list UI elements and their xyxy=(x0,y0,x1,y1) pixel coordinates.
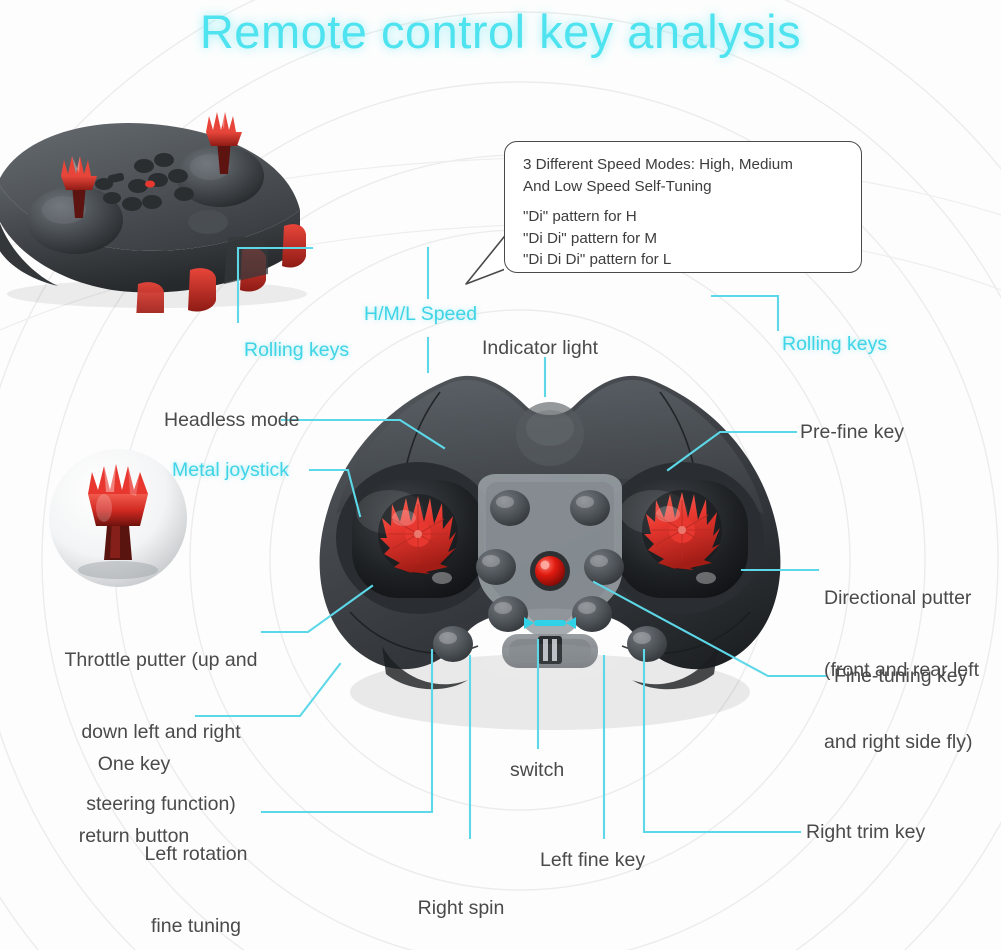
label-hml-speed: H/M/L Speed xyxy=(364,303,478,325)
button-top-left xyxy=(490,490,530,526)
label-directional-putter-line-2: (front and rear left xyxy=(824,659,979,681)
button-outer-right xyxy=(627,626,667,662)
label-indicator-light: Indicator light xyxy=(482,337,598,359)
label-left-fine-key: Left fine key xyxy=(540,849,646,871)
joystick-right xyxy=(642,490,722,570)
label-fine-tuning-key: Fine-tuning key xyxy=(834,665,968,687)
label-left-rotation-line-1: Left rotation xyxy=(144,843,248,865)
joystick-right-perspective xyxy=(206,112,242,174)
label-one-key-return-line-2: return button xyxy=(78,825,190,847)
speed-modes-callout: 3 Different Speed Modes: High, Medium An… xyxy=(504,141,862,273)
indicator-led xyxy=(530,551,570,591)
indicator-light-perspective xyxy=(145,180,155,188)
label-throttle-putter-line-2: down left and right xyxy=(81,721,241,743)
label-pre-fine-key: Pre-fine key xyxy=(800,421,905,443)
label-right-spin: Right spin fine tuning xyxy=(404,848,518,950)
joystick-left-perspective xyxy=(61,156,97,218)
controller-front-view xyxy=(319,375,781,730)
label-headless-mode: Headless mode xyxy=(164,409,300,431)
callout-line-1: 3 Different Speed Modes: High, Medium xyxy=(523,156,793,173)
directional-buttons-middle xyxy=(476,549,624,585)
button-outer-left xyxy=(433,626,473,662)
button-mid-right xyxy=(584,549,624,585)
label-directional-putter: Directional putter (front and rear left … xyxy=(824,538,979,802)
button-low-left xyxy=(488,596,528,632)
label-directional-putter-line-1: Directional putter xyxy=(824,587,972,609)
label-one-key-return: One key return button xyxy=(70,704,198,896)
label-left-rotation-line-2: fine tuning xyxy=(151,915,241,937)
joystick-left xyxy=(378,494,458,574)
callout-bubble-tail xyxy=(465,231,509,285)
switch-direction-arrow xyxy=(524,617,576,629)
speed-switch xyxy=(502,617,598,668)
controller-perspective-view xyxy=(0,112,307,313)
label-rolling-keys-left: Rolling keys xyxy=(244,339,350,361)
label-throttle-putter-line-1: Throttle putter (up and xyxy=(64,649,258,671)
label-right-trim-key: Right trim key xyxy=(806,821,926,843)
callout-line-4: "Di Di" pattern for M xyxy=(523,229,658,247)
callout-line-5: "Di Di Di" pattern for L xyxy=(523,251,672,268)
label-switch: switch xyxy=(510,759,565,781)
label-left-rotation: Left rotation fine tuning xyxy=(128,794,264,950)
directional-buttons-top xyxy=(490,490,610,526)
label-metal-joystick: Metal joystick xyxy=(172,459,290,481)
button-mid-left xyxy=(476,549,516,585)
joystick-magnifier-inset xyxy=(49,449,187,587)
button-low-right xyxy=(572,596,612,632)
button-top-right xyxy=(570,490,610,526)
headless-mode-pad xyxy=(516,402,584,466)
page-title: Remote control key analysis xyxy=(199,5,802,58)
callout-line-2: And Low Speed Self-Tuning xyxy=(523,177,712,195)
callout-line-3: "Di" pattern for H xyxy=(523,208,637,225)
label-one-key-return-line-1: One key xyxy=(97,753,171,775)
label-throttle-putter: Throttle putter (up and down left and ri… xyxy=(56,600,266,864)
label-rolling-keys-right: Rolling keys xyxy=(782,333,888,355)
label-right-spin-line-1: Right spin xyxy=(417,897,505,919)
label-throttle-putter-line-3: steering function) xyxy=(86,793,236,815)
label-directional-putter-line-3: and right side fly) xyxy=(824,731,973,753)
